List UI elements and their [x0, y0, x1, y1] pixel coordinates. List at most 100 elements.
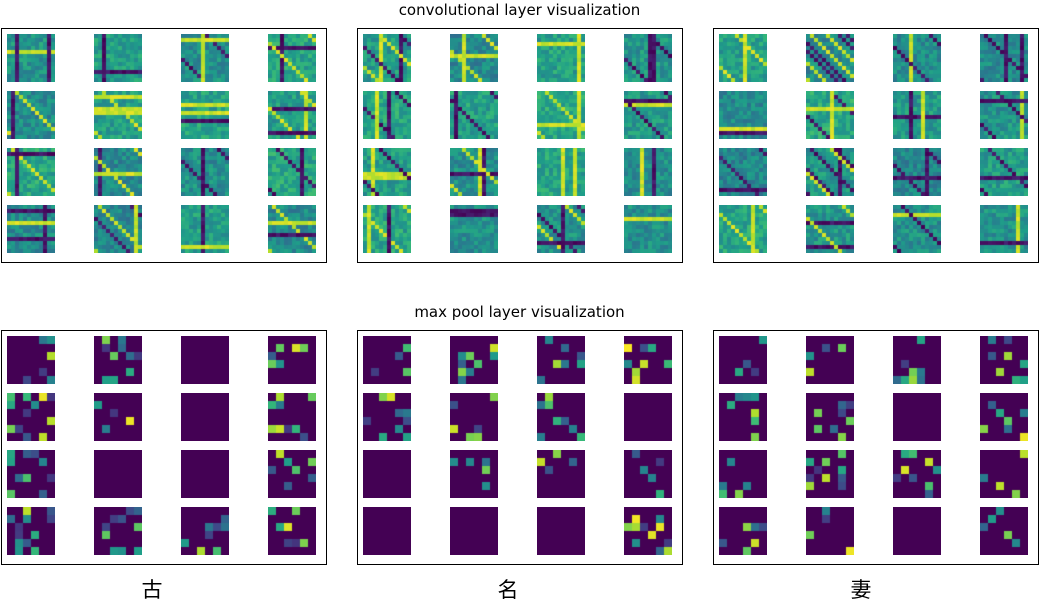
pool-feature-map-3-6	[806, 393, 854, 441]
character-label-2: 名	[497, 578, 519, 602]
conv-feature-map-1-12	[268, 148, 316, 196]
pool-feature-map-3-8	[980, 393, 1028, 441]
pool-feature-map-3-11	[893, 450, 941, 498]
conv-feature-map-2-12	[624, 148, 672, 196]
conv-feature-map-2-3	[537, 34, 585, 82]
pool-feature-map-3-9	[719, 450, 767, 498]
conv-feature-map-2-9	[363, 148, 411, 196]
conv-panel-1	[1, 28, 327, 263]
conv-feature-map-3-3	[893, 34, 941, 82]
pool-panel-1	[1, 330, 327, 565]
pool-panel-3	[713, 330, 1039, 565]
pool-feature-map-3-14	[806, 507, 854, 555]
pool-feature-map-2-7	[537, 393, 585, 441]
pool-feature-map-1-3	[181, 336, 229, 384]
conv-feature-map-3-11	[893, 148, 941, 196]
pool-feature-map-2-15	[537, 507, 585, 555]
conv-feature-map-2-7	[537, 91, 585, 139]
conv-feature-map-2-5	[363, 91, 411, 139]
conv-feature-map-3-15	[893, 205, 941, 253]
pool-feature-map-2-5	[363, 393, 411, 441]
pool-feature-map-3-12	[980, 450, 1028, 498]
pool-feature-map-1-14	[94, 507, 142, 555]
conv-feature-map-1-7	[181, 91, 229, 139]
conv-feature-map-3-7	[893, 91, 941, 139]
character-label-1: 古	[141, 578, 163, 602]
pool-feature-map-1-9	[7, 450, 55, 498]
pool-feature-map-3-4	[980, 336, 1028, 384]
pool-feature-map-3-16	[980, 507, 1028, 555]
pool-feature-map-2-16	[624, 507, 672, 555]
pool-feature-map-3-10	[806, 450, 854, 498]
pool-feature-map-3-13	[719, 507, 767, 555]
conv-feature-map-3-10	[806, 148, 854, 196]
pool-feature-map-2-1	[363, 336, 411, 384]
conv-feature-map-2-10	[450, 148, 498, 196]
conv-feature-map-1-6	[94, 91, 142, 139]
pool-feature-map-1-7	[181, 393, 229, 441]
conv-feature-map-1-4	[268, 34, 316, 82]
pool-feature-map-3-15	[893, 507, 941, 555]
pool-feature-map-2-6	[450, 393, 498, 441]
pool-feature-map-1-10	[94, 450, 142, 498]
conv-row-title: convolutional layer visualization	[398, 1, 641, 19]
pool-feature-map-2-4	[624, 336, 672, 384]
conv-panel-3	[713, 28, 1039, 263]
pool-feature-map-1-12	[268, 450, 316, 498]
conv-feature-map-3-13	[719, 205, 767, 253]
pool-feature-map-1-1	[7, 336, 55, 384]
conv-feature-map-2-2	[450, 34, 498, 82]
conv-feature-map-1-15	[181, 205, 229, 253]
pool-feature-map-1-2	[94, 336, 142, 384]
conv-feature-map-1-14	[94, 205, 142, 253]
conv-feature-map-2-1	[363, 34, 411, 82]
conv-feature-map-1-5	[7, 91, 55, 139]
conv-feature-map-3-8	[980, 91, 1028, 139]
pool-feature-map-2-10	[450, 450, 498, 498]
conv-feature-map-1-8	[268, 91, 316, 139]
pool-row-title: max pool layer visualization	[414, 303, 625, 321]
pool-feature-map-2-3	[537, 336, 585, 384]
pool-feature-map-2-14	[450, 507, 498, 555]
conv-feature-map-2-14	[450, 205, 498, 253]
conv-feature-map-1-2	[94, 34, 142, 82]
conv-feature-map-2-8	[624, 91, 672, 139]
conv-feature-map-1-9	[7, 148, 55, 196]
conv-feature-map-1-11	[181, 148, 229, 196]
pool-feature-map-2-8	[624, 393, 672, 441]
pool-feature-map-1-5	[7, 393, 55, 441]
conv-feature-map-3-4	[980, 34, 1028, 82]
conv-feature-map-2-16	[624, 205, 672, 253]
conv-feature-map-2-6	[450, 91, 498, 139]
conv-feature-map-1-10	[94, 148, 142, 196]
conv-feature-map-3-1	[719, 34, 767, 82]
conv-feature-map-1-16	[268, 205, 316, 253]
conv-feature-map-3-2	[806, 34, 854, 82]
conv-panel-2	[357, 28, 683, 263]
pool-feature-map-2-9	[363, 450, 411, 498]
conv-feature-map-2-11	[537, 148, 585, 196]
pool-feature-map-3-5	[719, 393, 767, 441]
conv-feature-map-3-5	[719, 91, 767, 139]
conv-feature-map-1-1	[7, 34, 55, 82]
conv-feature-map-3-9	[719, 148, 767, 196]
pool-feature-map-3-2	[806, 336, 854, 384]
pool-feature-map-3-3	[893, 336, 941, 384]
pool-feature-map-1-11	[181, 450, 229, 498]
conv-feature-map-3-14	[806, 205, 854, 253]
conv-feature-map-3-6	[806, 91, 854, 139]
pool-feature-map-1-8	[268, 393, 316, 441]
pool-feature-map-1-16	[268, 507, 316, 555]
conv-feature-map-2-15	[537, 205, 585, 253]
pool-feature-map-2-13	[363, 507, 411, 555]
conv-feature-map-2-4	[624, 34, 672, 82]
conv-feature-map-2-13	[363, 205, 411, 253]
conv-feature-map-3-12	[980, 148, 1028, 196]
conv-feature-map-1-13	[7, 205, 55, 253]
conv-feature-map-1-3	[181, 34, 229, 82]
character-label-3: 妻	[850, 578, 872, 602]
pool-feature-map-1-6	[94, 393, 142, 441]
pool-panel-2	[357, 330, 683, 565]
conv-feature-map-3-16	[980, 205, 1028, 253]
pool-feature-map-2-11	[537, 450, 585, 498]
